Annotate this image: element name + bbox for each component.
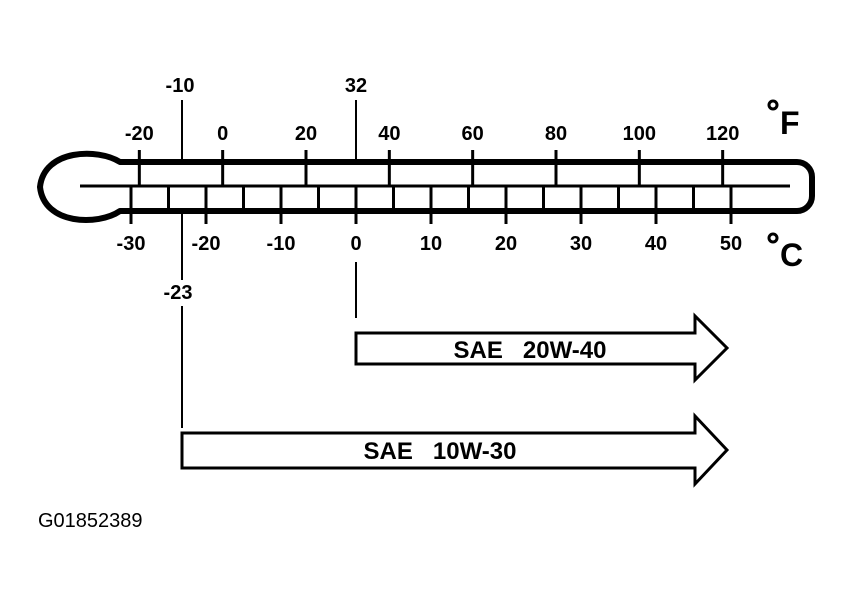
range-label-10w30: SAE 10W-30: [364, 438, 517, 465]
fahrenheit-tick-label: 100: [623, 123, 656, 145]
range-arrow-10w30: [180, 412, 730, 488]
fahrenheit-tick-label: 80: [545, 123, 567, 145]
fahrenheit-degree-icon: [767, 99, 779, 111]
celsius-ticks: -30 -20 -10 0 10 20 30 40 50: [117, 186, 742, 255]
fahrenheit-tick-label: -20: [125, 123, 154, 145]
celsius-tick-label: 40: [645, 233, 667, 255]
celsius-tick-label: -10: [267, 233, 296, 255]
celsius-tick-label: 10: [420, 233, 442, 255]
figure-code: G01852389: [38, 510, 143, 532]
celsius-degree-icon: [767, 232, 779, 244]
fahrenheit-ticks: -20 0 20 40 60 80 100 120: [125, 123, 739, 187]
fahrenheit-tick-label: 0: [217, 123, 228, 145]
fahrenheit-tick-label: 20: [295, 123, 317, 145]
fahrenheit-tick-label: 120: [706, 123, 739, 145]
celsius-tick-label: 30: [570, 233, 592, 255]
fahrenheit-tick-label: 60: [462, 123, 484, 145]
celsius-tick-label: -30: [117, 233, 146, 255]
reference-label-minus10f: -10: [166, 75, 195, 97]
reference-label-32f: 32: [345, 75, 367, 97]
celsius-unit: C: [780, 237, 803, 273]
celsius-tick-label: 50: [720, 233, 742, 255]
celsius-tick-label: 0: [350, 233, 361, 255]
celsius-tick-label: 20: [495, 233, 517, 255]
fahrenheit-unit: F: [780, 105, 800, 141]
range-label-20w40: SAE 20W-40: [454, 337, 607, 364]
fahrenheit-tick-label: 40: [378, 123, 400, 145]
reference-label-minus23c: -23: [164, 282, 193, 304]
celsius-tick-label: -20: [192, 233, 221, 255]
range-arrow-20w40: [354, 312, 730, 384]
